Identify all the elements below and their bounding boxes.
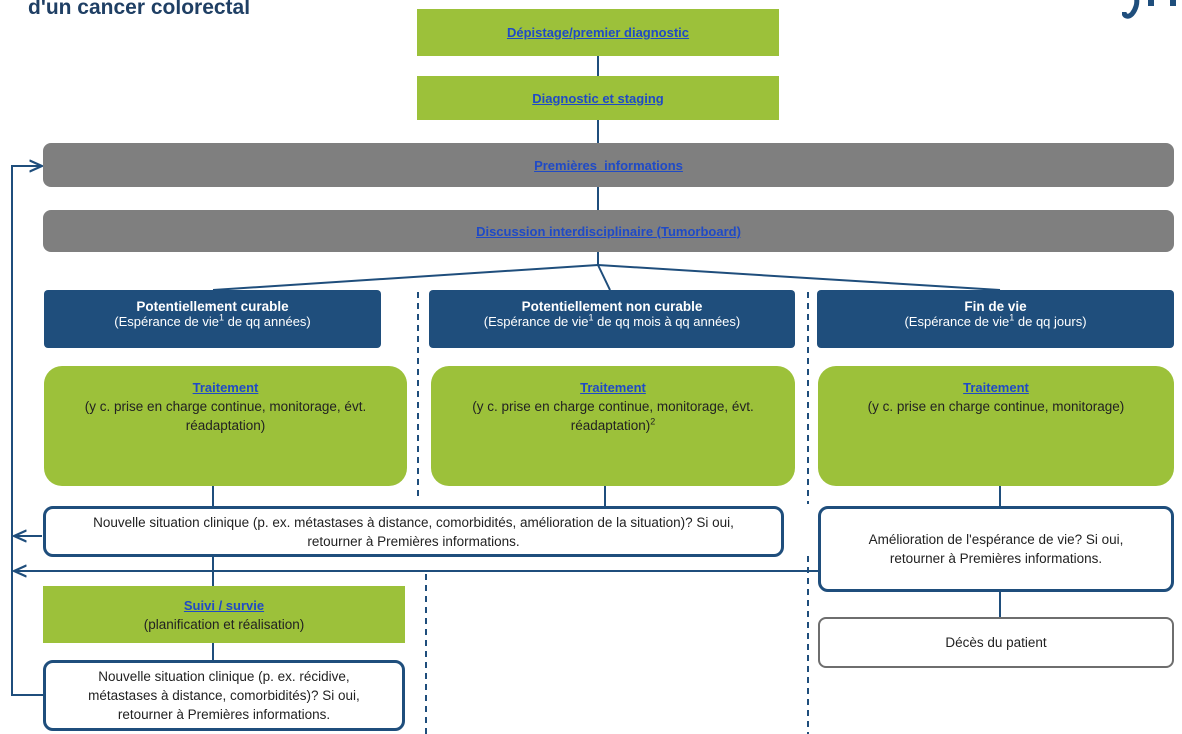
column-title: Fin de vie — [964, 299, 1027, 314]
column-header-end-of-life: Fin de vie (Espérance de vie1 de qq jour… — [817, 290, 1174, 348]
tumorboard-link[interactable]: Discussion interdisciplinaire (Tumorboar… — [476, 223, 741, 239]
treatment-text: (y c. prise en charge continue, monitora… — [867, 399, 1125, 414]
first-info-bar: Premières informations — [43, 143, 1174, 187]
column-title: Potentiellement non curable — [521, 299, 703, 314]
recurrence-box: Nouvelle situation clinique (p. ex. réci… — [43, 660, 405, 731]
tumorboard-bar: Discussion interdisciplinaire (Tumorboar… — [43, 210, 1174, 252]
staging-link[interactable]: Diagnostic et staging — [532, 90, 664, 106]
treatment-card-end-of-life: Traitement (y c. prise en charge continu… — [818, 366, 1174, 486]
column-subtitle: (Espérance de vie1 de qq mois à qq année… — [483, 312, 741, 329]
treatment-link[interactable]: Traitement — [580, 380, 646, 395]
treatment-card-non-curable: Traitement (y c. prise en charge continu… — [431, 366, 795, 486]
column-subtitle: (Espérance de vie1 de qq jours) — [904, 312, 1087, 329]
treatment-link[interactable]: Traitement — [963, 380, 1029, 395]
connector-split-left — [212, 264, 599, 291]
followup-text: (planification et réalisation) — [143, 617, 305, 632]
treatment-text: (y c. prise en charge continue, monitora… — [84, 399, 367, 433]
treatment-text: (y c. prise en charge continue, monitora… — [472, 399, 754, 433]
first-info-link[interactable]: Premières informations — [534, 157, 683, 173]
new-situation-text: Nouvelle situation clinique (p. ex. méta… — [93, 514, 734, 549]
improvement-text: Amélioration de l'espérance de vie? Si o… — [868, 532, 1124, 566]
column-header-non-curable: Potentiellement non curable (Espérance d… — [429, 290, 795, 348]
column-header-curable: Potentiellement curable (Espérance de vi… — [44, 290, 381, 348]
new-situation-box: Nouvelle situation clinique (p. ex. méta… — [43, 506, 784, 557]
patient-death-text: Décès du patient — [945, 635, 1047, 650]
screening-link[interactable]: Dépistage/premier diagnostic — [506, 25, 690, 40]
connector-split-mid — [597, 264, 611, 291]
patient-death-box: Décès du patient — [818, 617, 1174, 668]
treatment-card-curable: Traitement (y c. prise en charge continu… — [44, 366, 407, 486]
connector-split-right — [597, 264, 1001, 291]
arrow-recurrence-return — [11, 166, 43, 696]
screening-box: Dépistage/premier diagnostic — [417, 9, 779, 56]
column-title: Potentiellement curable — [136, 299, 289, 314]
page-title: d'un cancer colorectal — [28, 0, 251, 19]
staging-box: Diagnostic et staging — [417, 76, 779, 120]
followup-box: Suivi / survie (planification et réalisa… — [43, 586, 405, 643]
column-subtitle: (Espérance de vie1 de qq années) — [114, 312, 311, 329]
treatment-link[interactable]: Traitement — [192, 380, 259, 395]
logo — [1122, 0, 1182, 20]
improvement-box: Amélioration de l'espérance de vie? Si o… — [818, 506, 1174, 592]
followup-link[interactable]: Suivi / survie — [183, 598, 265, 613]
recurrence-text: Nouvelle situation clinique (p. ex. réci… — [88, 669, 360, 722]
